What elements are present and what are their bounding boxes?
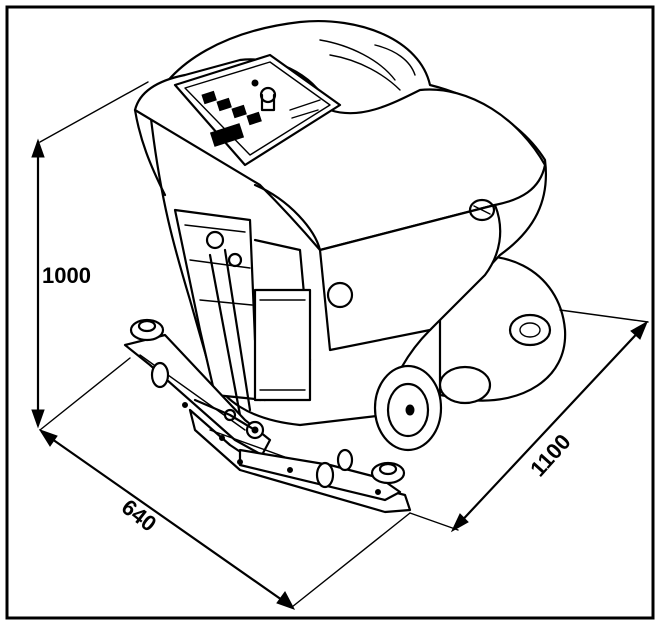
width-arrow-right xyxy=(276,591,296,610)
caster-wheel-1 xyxy=(150,361,170,389)
rear-roller xyxy=(438,365,492,405)
length-arrow-top xyxy=(630,320,649,340)
caster-wheel-3 xyxy=(336,448,354,472)
width-dimension-line xyxy=(40,430,294,609)
width-arrow-left xyxy=(38,429,58,447)
width-label: 640 xyxy=(117,494,161,536)
height-arrow-bottom xyxy=(31,409,45,429)
floor-scrubber-drawing xyxy=(123,20,567,514)
panel-button-1 xyxy=(201,90,217,105)
drain-cap xyxy=(468,198,496,222)
battery-box xyxy=(253,288,312,402)
squeegee-assembly xyxy=(123,318,412,514)
panel-button-2 xyxy=(216,97,232,112)
front-panel xyxy=(318,203,502,352)
deck-knob xyxy=(508,313,552,347)
length-label: 1100 xyxy=(525,429,576,481)
panel-button-4 xyxy=(246,111,262,126)
panel-display xyxy=(209,123,245,147)
height-label: 1000 xyxy=(42,263,91,288)
panel-button-3 xyxy=(231,104,247,119)
dimension-lines xyxy=(31,81,649,610)
length-dimension-line xyxy=(453,323,647,530)
length-arrow-bottom xyxy=(450,513,469,533)
caster-wheel-2 xyxy=(315,461,335,489)
height-arrow-top xyxy=(31,138,45,158)
diagram-frame xyxy=(5,5,655,620)
front-cap xyxy=(326,281,354,309)
